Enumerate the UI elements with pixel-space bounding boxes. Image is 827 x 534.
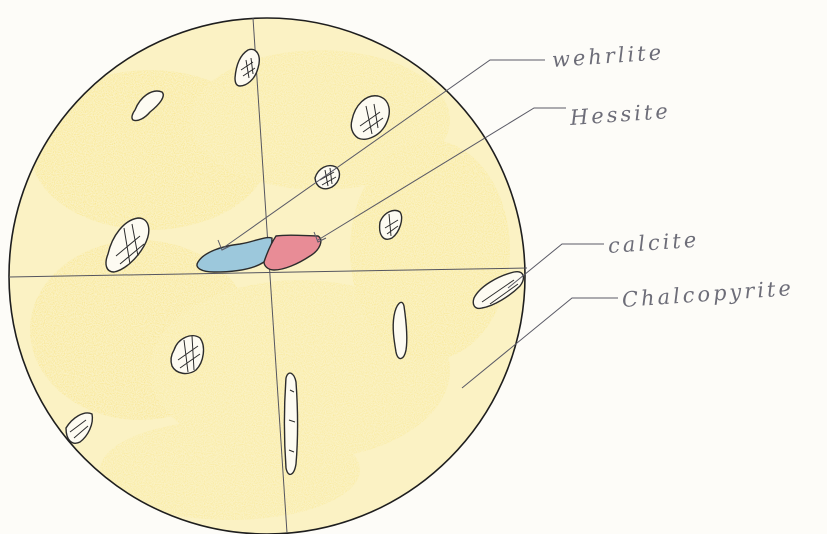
calcite-grain: [393, 302, 407, 358]
calcite-grain: [285, 373, 298, 474]
